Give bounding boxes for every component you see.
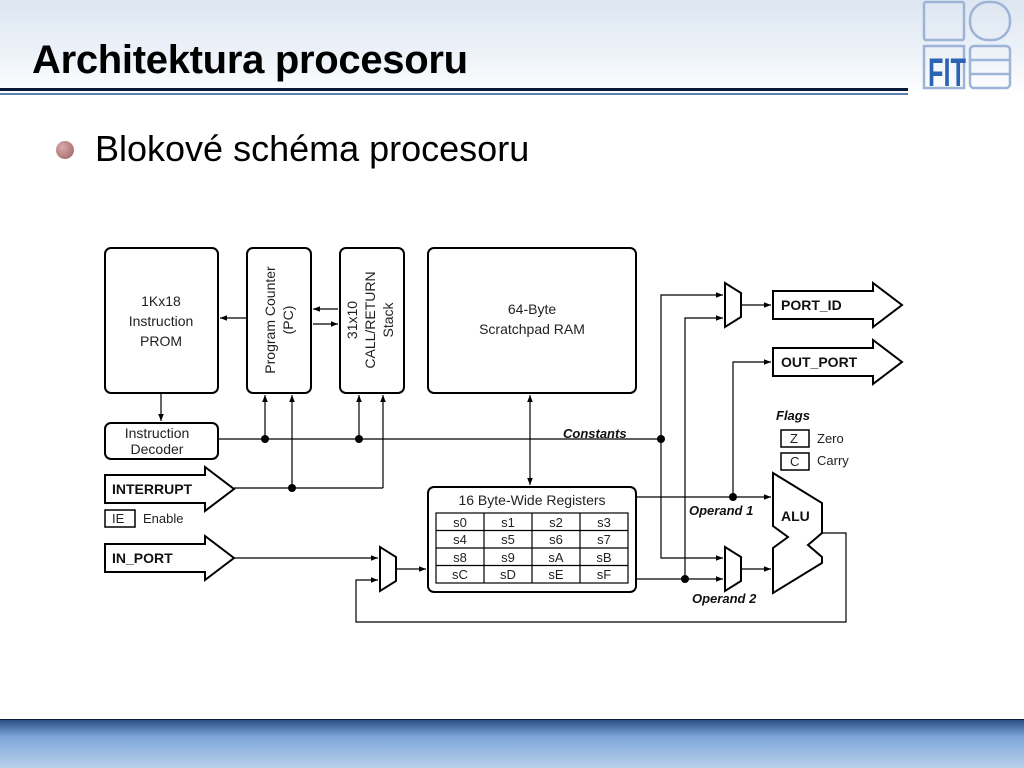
scratchpad-ram-block: 64-Byte Scratchpad RAM — [427, 247, 637, 394]
register-cell: s1 — [501, 515, 515, 530]
svg-text:OUT_PORT: OUT_PORT — [781, 354, 858, 370]
svg-text:Enable: Enable — [143, 511, 183, 526]
call-return-stack-block: 31x10 CALL/RETURN Stack — [339, 247, 405, 394]
mux-operand2 — [724, 545, 742, 593]
svg-text:PROM: PROM — [140, 333, 182, 349]
mux-port-id — [724, 281, 742, 329]
register-cell: s0 — [453, 515, 467, 530]
register-cell: s6 — [549, 532, 563, 547]
register-cell: sE — [548, 567, 564, 582]
register-cell: sB — [596, 550, 611, 565]
register-file-block: 16 Byte-Wide Registers s0 s1 s2 s3 s4 s5… — [427, 486, 637, 593]
svg-text:Z: Z — [790, 431, 798, 446]
register-cell: sA — [548, 550, 564, 565]
svg-text:ALU: ALU — [781, 508, 810, 524]
svg-text:31x10: 31x10 — [344, 301, 360, 339]
out-port-output-arrow: OUT_PORT — [772, 337, 904, 387]
svg-text:Decoder: Decoder — [131, 441, 184, 457]
register-cell: sD — [500, 567, 516, 582]
title-divider — [0, 88, 908, 91]
operand2-label: Operand 2 — [692, 591, 757, 606]
svg-text:IN_PORT: IN_PORT — [112, 550, 173, 566]
instruction-decoder-block: Instruction Decoder — [104, 422, 219, 460]
slide-title: Architektura procesoru — [32, 38, 468, 82]
logo-text: FIT — [928, 51, 966, 92]
constants-label: Constants — [563, 426, 627, 441]
alu-block: ALU — [772, 471, 823, 595]
wires — [158, 292, 847, 623]
svg-text:INTERRUPT: INTERRUPT — [112, 481, 193, 497]
svg-text:Flags: Flags — [776, 408, 810, 423]
svg-text:Stack: Stack — [380, 301, 396, 337]
register-cell: s5 — [501, 532, 515, 547]
register-cell: sF — [597, 567, 612, 582]
bullet-icon — [56, 141, 74, 159]
register-cell: s7 — [597, 532, 611, 547]
svg-text:Instruction: Instruction — [129, 313, 194, 329]
register-cell: sC — [452, 567, 468, 582]
slide-footer — [0, 720, 1024, 768]
alu-flags: Flags Z Zero C Carry — [776, 408, 849, 471]
instruction-prom-block: 1Kx18 Instruction PROM — [104, 247, 219, 394]
register-cell: s2 — [549, 515, 563, 530]
interrupt-enable-flag: IE Enable — [104, 509, 183, 528]
svg-text:Program Counter: Program Counter — [262, 266, 278, 374]
svg-text:Carry: Carry — [817, 453, 849, 468]
in-port-input-arrow: IN_PORT — [104, 533, 236, 583]
svg-text:64-Byte: 64-Byte — [508, 301, 556, 317]
fit-logo: FIT — [922, 0, 1012, 92]
register-cell: s3 — [597, 515, 611, 530]
register-cell: s8 — [453, 550, 467, 565]
slide-header — [0, 0, 1024, 95]
register-cell: s9 — [501, 550, 515, 565]
svg-text:Instruction: Instruction — [125, 425, 190, 441]
svg-text:PORT_ID: PORT_ID — [781, 297, 842, 313]
junction-dots — [261, 435, 737, 583]
svg-text:Zero: Zero — [817, 431, 844, 446]
operand1-label: Operand 1 — [689, 503, 753, 518]
svg-text:CALL/RETURN: CALL/RETURN — [362, 271, 378, 368]
program-counter-block: Program Counter (PC) — [246, 247, 312, 394]
svg-text:Scratchpad RAM: Scratchpad RAM — [479, 321, 585, 337]
svg-text:(PC): (PC) — [280, 306, 296, 335]
bullet-text: Blokové schéma procesoru — [95, 128, 530, 169]
svg-text:IE: IE — [112, 511, 125, 526]
mux-register-input — [379, 545, 397, 593]
title-divider-light — [0, 93, 908, 95]
svg-text:16 Byte-Wide Registers: 16 Byte-Wide Registers — [458, 492, 605, 508]
interrupt-input-arrow: INTERRUPT — [104, 464, 236, 514]
port-id-output-arrow: PORT_ID — [772, 280, 904, 330]
svg-text:1Kx18: 1Kx18 — [141, 293, 181, 309]
register-cell: s4 — [453, 532, 467, 547]
svg-text:C: C — [790, 454, 799, 469]
